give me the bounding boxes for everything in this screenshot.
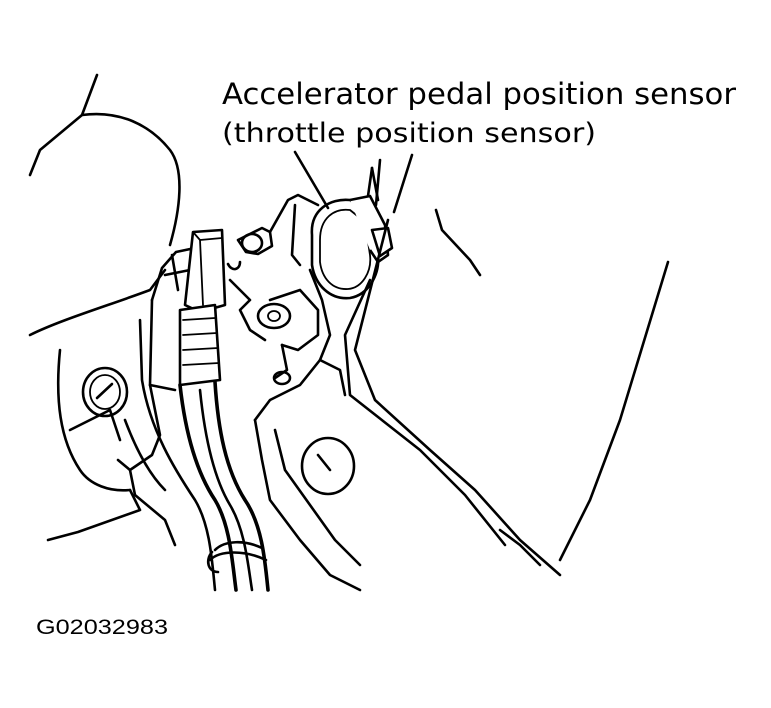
mounting-plate	[226, 193, 362, 592]
dash-panel-outline	[28, 73, 181, 542]
bolt-left	[81, 366, 129, 418]
right-panel	[343, 208, 670, 577]
pedal-bracket	[116, 246, 197, 547]
left-rod	[123, 318, 217, 592]
accelerator-pedal-position-sensor	[310, 166, 394, 300]
callout-label-line2: (throttle position sensor)	[222, 118, 596, 149]
callout-leader	[293, 150, 414, 214]
figure-code: G02032983	[36, 616, 168, 639]
pedal-arm-rods	[178, 380, 270, 592]
pedal-arm-connector	[170, 228, 227, 387]
callout-label-line1: Accelerator pedal position sensor	[222, 77, 736, 111]
plate-hole	[300, 436, 356, 496]
